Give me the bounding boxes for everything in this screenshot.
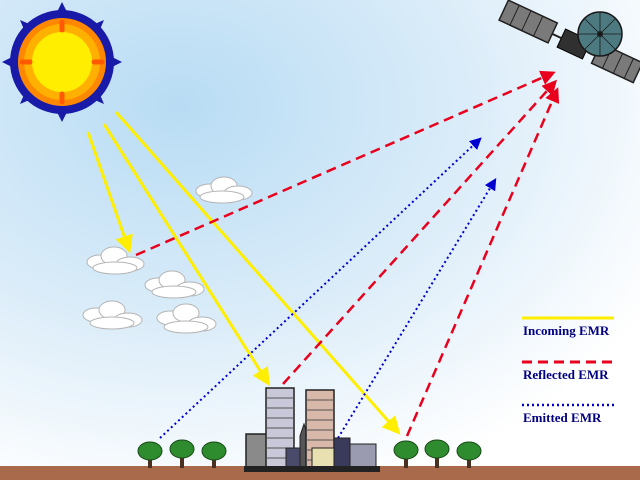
tree-icon bbox=[201, 441, 227, 468]
tree-icon bbox=[456, 441, 482, 468]
legend-incoming-label: Incoming EMR bbox=[523, 323, 610, 338]
satellite-icon bbox=[498, 0, 640, 84]
cloud bbox=[195, 176, 253, 204]
incoming-emr-arrow bbox=[86, 131, 133, 254]
reflected-emr-arrow bbox=[282, 79, 558, 385]
reflected-emr-arrow bbox=[135, 70, 556, 257]
cloud bbox=[82, 300, 143, 330]
legend-emitted-label: Emitted EMR bbox=[523, 410, 602, 425]
city-icon bbox=[244, 387, 380, 472]
emitted-emr-arrow bbox=[337, 177, 497, 439]
ground bbox=[0, 466, 640, 480]
incoming-emr-arrow bbox=[114, 111, 401, 435]
sun-icon bbox=[2, 2, 122, 122]
tree-icon bbox=[137, 441, 163, 468]
legend-reflected-label: Reflected EMR bbox=[523, 367, 609, 382]
cloud bbox=[144, 270, 205, 299]
cloud bbox=[156, 303, 217, 334]
tree-icon bbox=[424, 439, 450, 468]
tree-icon bbox=[169, 439, 195, 468]
incoming-emr-arrow bbox=[102, 123, 270, 387]
cloud bbox=[86, 246, 145, 275]
tree-icon bbox=[393, 440, 419, 468]
